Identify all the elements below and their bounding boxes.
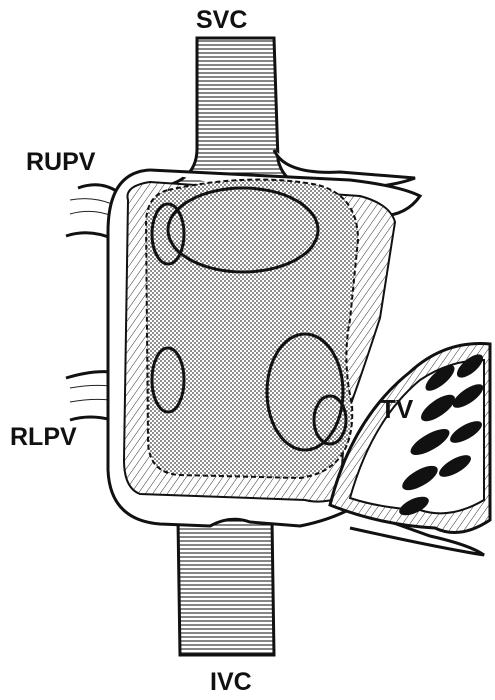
label-svc: SVC [196, 6, 247, 34]
septal-area [146, 180, 358, 478]
label-rupv: RUPV [26, 148, 96, 176]
ivc-vessel [178, 520, 274, 655]
rlpv-vessel [66, 372, 112, 420]
label-ivc: IVC [210, 668, 252, 696]
svc-vessel [150, 38, 415, 190]
label-tv: TV [380, 394, 414, 424]
label-rlpv: RLPV [10, 423, 77, 451]
